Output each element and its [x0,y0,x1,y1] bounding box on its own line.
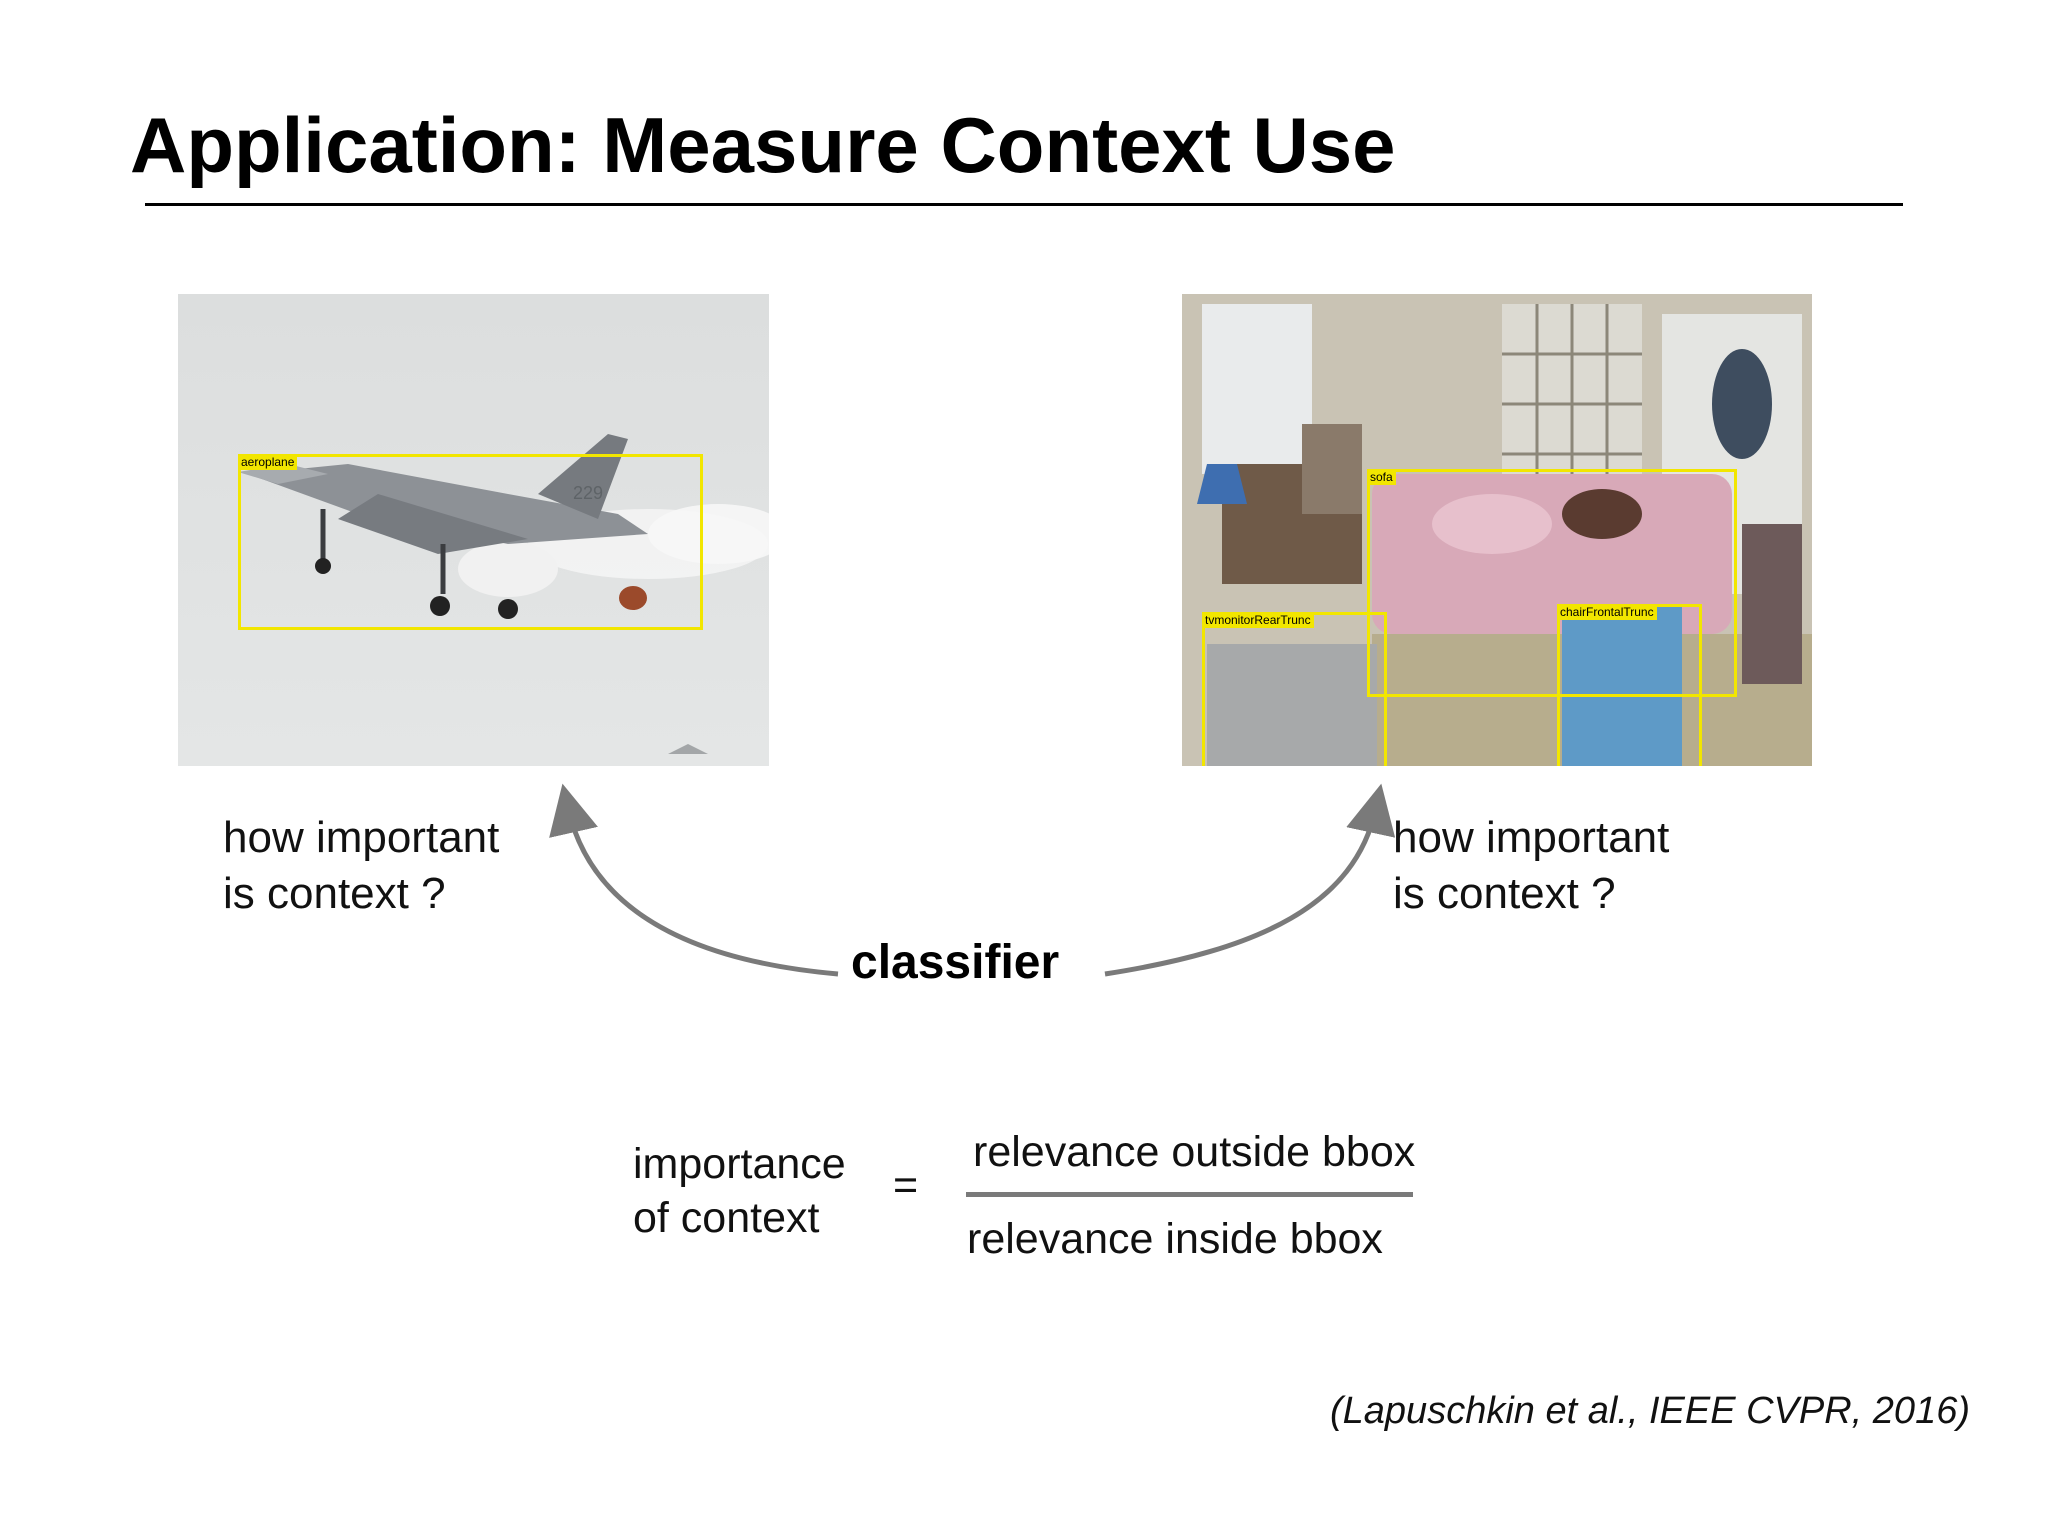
living-room-image: sofa tvmonitorRearTrunc chairFrontalTrun… [1182,294,1812,766]
left-question-line2: is context ? [223,869,446,918]
sofa-bbox-label: sofa [1367,469,1396,485]
classifier-label: classifier [851,936,1060,989]
chair-bbox: chairFrontalTrunc [1557,604,1702,766]
slide-title: Application: Measure Context Use [130,101,1396,189]
formula-lhs-line2: of context [633,1194,820,1242]
sofa-bbox: sofa [1367,469,1737,697]
aeroplane-bbox-label: aeroplane [238,454,298,470]
fraction-bar [966,1192,1413,1197]
living-room-illustration [1182,294,1812,766]
tvmonitor-bbox: tvmonitorRearTrunc [1202,612,1387,766]
formula-numerator: relevance outside bbox [973,1128,1416,1176]
right-question-line1: how important [1393,813,1670,862]
formula-equals: = [893,1161,919,1209]
formula-denominator: relevance inside bbox [967,1215,1383,1263]
right-arrow [1104,783,1396,977]
fighter-jet-illustration: 229 [178,294,769,766]
aeroplane-bbox: aeroplane [238,454,703,630]
citation: (Lapuschkin et al., IEEE CVPR, 2016) [1330,1390,1970,1432]
svg-text:229: 229 [573,483,603,503]
left-arrow [549,783,839,977]
left-question: how important is context ? [223,810,499,922]
left-question-line1: how important [223,813,500,862]
aeroplane-image: 229 aeroplane [178,294,769,766]
formula-lhs-line1: importance [633,1140,846,1188]
tvmonitor-bbox-label: tvmonitorRearTrunc [1202,612,1314,628]
right-question-line2: is context ? [1393,869,1616,918]
title-underline [145,203,1903,206]
right-question: how important is context ? [1393,810,1669,922]
chair-bbox-label: chairFrontalTrunc [1557,604,1657,620]
formula-lhs: importance of context [633,1137,846,1245]
